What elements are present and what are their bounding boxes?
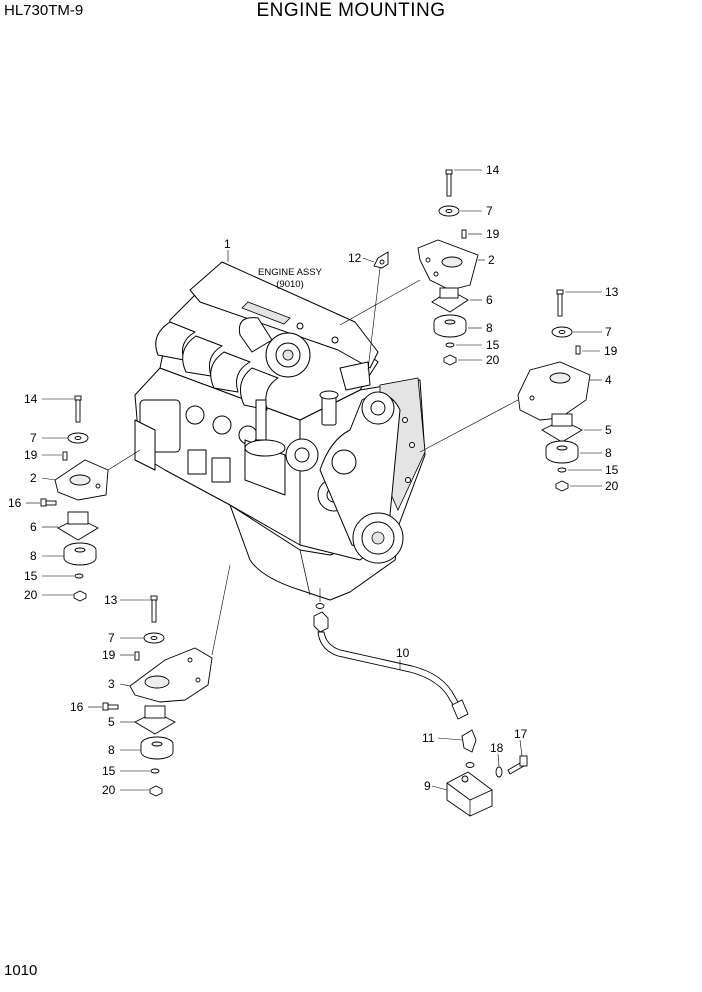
callout-bl-13: 13	[104, 593, 118, 607]
bracket-12	[367, 251, 389, 371]
callout-tr-12: 12	[348, 251, 362, 265]
callout-r-15: 15	[605, 463, 619, 477]
callout-l-16: 16	[8, 496, 22, 510]
callout-bl-3: 3	[108, 677, 115, 691]
drain-hose-assembly	[313, 588, 528, 817]
callout-l-14: 14	[24, 392, 38, 406]
mount-left	[26, 395, 141, 602]
callout-tr-20: 20	[486, 353, 500, 367]
callout-l-20: 20	[24, 588, 38, 602]
page-number: 1010	[4, 962, 38, 979]
callout-bl-15: 15	[102, 764, 116, 778]
callout-engine: 1	[224, 237, 231, 251]
callout-r-13: 13	[605, 285, 619, 299]
callout-tr-2: 2	[488, 253, 495, 267]
callout-hose-10: 10	[396, 646, 410, 660]
page-title: ENGINE MOUNTING	[256, 0, 446, 21]
model-code: HL730TM-9	[4, 2, 84, 19]
callout-l-7: 7	[30, 431, 37, 445]
callout-block-9: 9	[424, 779, 431, 793]
callout-tr-19: 19	[486, 227, 500, 241]
callout-bl-7: 7	[108, 631, 115, 645]
mount-right	[419, 289, 602, 492]
callout-r-20: 20	[605, 479, 619, 493]
callout-tr-6: 6	[486, 293, 493, 307]
callout-bl-20: 20	[102, 783, 116, 797]
callout-r-7: 7	[605, 325, 612, 339]
callout-l-2: 2	[30, 471, 37, 485]
callout-r-5: 5	[605, 423, 612, 437]
callout-tr-8: 8	[486, 321, 493, 335]
mount-top-right	[339, 169, 485, 366]
engine-assy-code: (9010)	[276, 279, 303, 290]
engine-assembly	[134, 261, 426, 601]
callout-r-19: 19	[604, 344, 618, 358]
callout-l-8: 8	[30, 549, 37, 563]
callout-tr-7: 7	[486, 204, 493, 218]
callout-l-15: 15	[24, 569, 38, 583]
engine-assy-label: ENGINE ASSY	[258, 267, 323, 278]
callout-l-19: 19	[24, 448, 38, 462]
callout-bl-19: 19	[102, 648, 116, 662]
callout-r-4: 4	[605, 373, 612, 387]
callout-washer-18: 18	[490, 741, 504, 755]
callout-bl-16: 16	[70, 700, 84, 714]
callout-bolt-17: 17	[514, 727, 528, 741]
callout-fitting-11: 11	[422, 731, 435, 745]
mount-bottom-left	[88, 564, 231, 797]
callout-bl-5: 5	[108, 715, 115, 729]
callout-bl-8: 8	[108, 743, 115, 757]
callout-tr-14: 14	[486, 163, 500, 177]
callout-tr-15: 15	[486, 338, 500, 352]
callout-r-8: 8	[605, 446, 612, 460]
callout-l-6: 6	[30, 520, 37, 534]
